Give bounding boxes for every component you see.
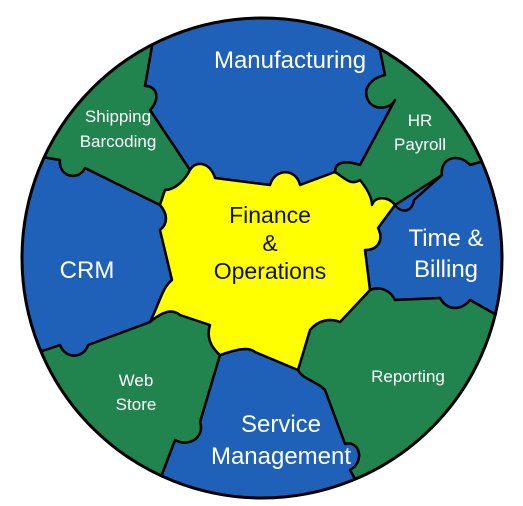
- label-service: Service: [241, 411, 321, 438]
- label-finance: Finance: [229, 202, 311, 228]
- label-reporting: Reporting: [371, 367, 445, 386]
- label-shipping: Shipping: [85, 107, 151, 126]
- label-manufacturing: Manufacturing: [214, 47, 366, 74]
- label-hr: HR: [408, 111, 433, 130]
- label-store: Store: [116, 395, 157, 414]
- label-crm: CRM: [60, 257, 115, 284]
- piece-finance-operations: [148, 162, 397, 372]
- outer-circle: [20, 16, 504, 500]
- label-payroll: Payroll: [394, 135, 446, 154]
- label-operations: Operations: [214, 258, 327, 284]
- label-web: Web: [119, 371, 154, 390]
- label-management: Management: [211, 443, 351, 470]
- label-time: Time &: [408, 225, 483, 252]
- label-billing: Billing: [414, 256, 478, 283]
- label-ampersand: &: [262, 230, 277, 256]
- label-barcoding: Barcoding: [80, 132, 157, 151]
